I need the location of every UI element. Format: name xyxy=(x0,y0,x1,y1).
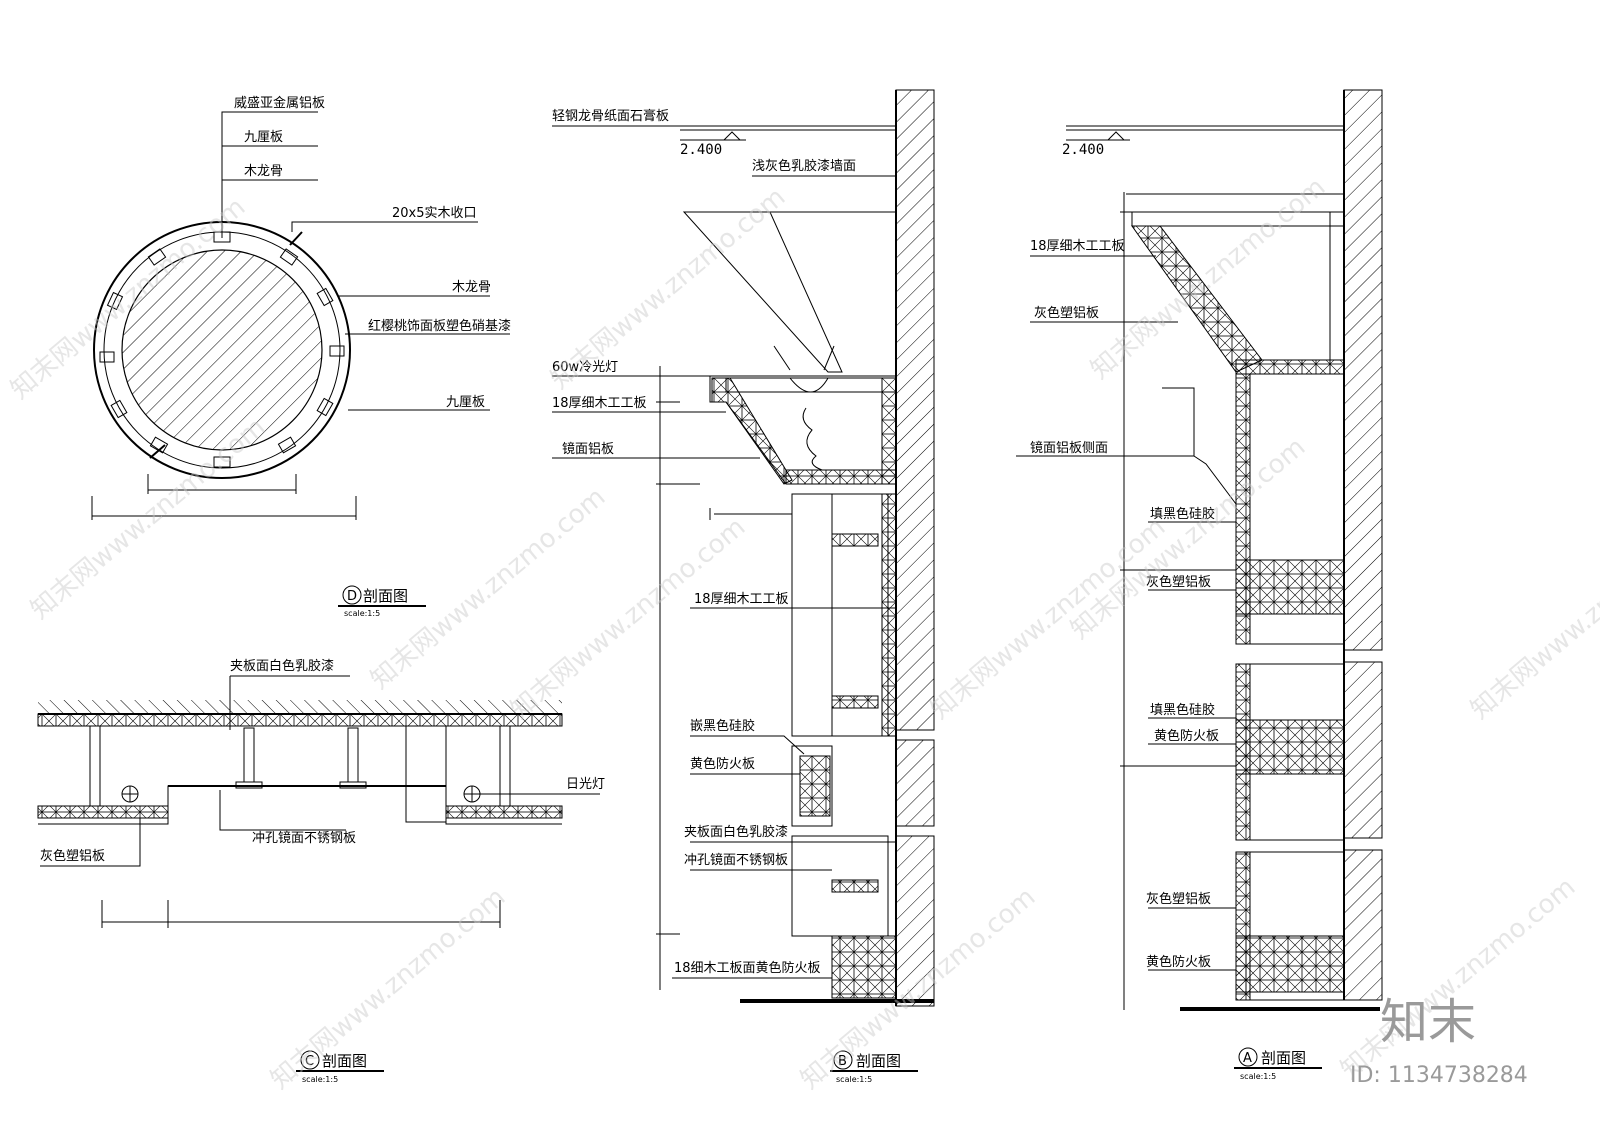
section-b xyxy=(552,89,935,1007)
label-b9: 夹板面白色乳胶漆 xyxy=(684,824,788,840)
title-c-text: 剖面图 xyxy=(322,1052,367,1070)
title-d-mark: D xyxy=(347,589,357,604)
label-d5: 木龙骨 xyxy=(452,280,491,295)
label-b8: 黄色防火板 xyxy=(690,756,755,772)
label-a4: 填黑色硅胶 xyxy=(1150,506,1215,522)
section-a xyxy=(1016,89,1383,1011)
title-d-scale: scale:1:5 xyxy=(344,609,380,618)
title-c: C 剖面图 scale:1:5 xyxy=(296,1050,384,1084)
label-b4: 18厚细木工工板 xyxy=(552,396,647,411)
label-c4: 灰色塑铝板 xyxy=(40,848,105,864)
label-d1: 威盛亚金属铝板 xyxy=(234,95,325,111)
label-a8: 灰色塑铝板 xyxy=(1146,891,1211,907)
title-c-scale: scale:1:5 xyxy=(302,1075,338,1084)
watermark-2: 知末网www.znzmo.com xyxy=(25,412,271,625)
title-c-mark: C xyxy=(305,1054,314,1069)
title-a: A 剖面图 scale:1:5 xyxy=(1234,1047,1322,1081)
label-b6: 18厚细木工工板 xyxy=(694,592,789,607)
elevation-b: 2.400 xyxy=(680,142,722,158)
watermark-logo: 知末 xyxy=(1380,994,1476,1050)
label-a1: 18厚细木工工板 xyxy=(1030,239,1125,254)
watermark-12: 知末网www.znzmo.com xyxy=(1465,512,1600,725)
title-b: B 剖面图 scale:1:5 xyxy=(830,1050,918,1084)
label-c2: 日光灯 xyxy=(566,777,605,792)
label-d2: 九厘板 xyxy=(244,130,283,145)
title-d: D 剖面图 scale:1:5 xyxy=(338,585,426,618)
label-b3: 60w冷光灯 xyxy=(552,360,618,375)
label-a2: 灰色塑铝板 xyxy=(1034,305,1099,321)
title-a-text: 剖面图 xyxy=(1261,1049,1306,1067)
section-c xyxy=(37,675,600,928)
section-d xyxy=(91,111,510,520)
label-b11: 18细木工板面黄色防火板 xyxy=(674,960,821,976)
label-a5: 灰色塑铝板 xyxy=(1146,574,1211,590)
label-b7: 嵌黑色硅胶 xyxy=(690,718,755,734)
title-a-scale: scale:1:5 xyxy=(1240,1072,1276,1081)
watermark-5: 知末网www.znzmo.com xyxy=(545,182,791,395)
watermark-id: ID: 1134738284 xyxy=(1350,1063,1528,1088)
label-a3: 镜面铝板侧面 xyxy=(1030,441,1108,456)
title-a-mark: A xyxy=(1243,1051,1252,1066)
watermark-4: 知末网www.znzmo.com xyxy=(265,882,511,1095)
label-c3: 冲孔镜面不锈钢板 xyxy=(252,831,356,846)
title-b-scale: scale:1:5 xyxy=(836,1075,872,1084)
label-b10: 冲孔镜面不锈钢板 xyxy=(684,853,788,868)
label-d6: 红樱桃饰面板塑色硝基漆 xyxy=(368,318,511,334)
label-a6: 填黑色硅胶 xyxy=(1150,702,1215,718)
title-b-mark: B xyxy=(838,1054,847,1069)
label-c1: 夹板面白色乳胶漆 xyxy=(230,658,334,674)
elevation-a: 2.400 xyxy=(1062,142,1104,158)
label-d7: 九厘板 xyxy=(446,395,485,410)
label-b5: 镜面铝板 xyxy=(562,442,614,457)
label-b2: 浅灰色乳胶漆墙面 xyxy=(752,158,856,174)
label-a7: 黄色防火板 xyxy=(1154,728,1219,744)
label-b1: 轻钢龙骨纸面石膏板 xyxy=(552,108,669,124)
watermark-8: 知末网www.znzmo.com xyxy=(925,512,1171,725)
label-d4: 20x5实木收口 xyxy=(392,206,477,221)
label-a9: 黄色防火板 xyxy=(1146,954,1211,970)
title-b-text: 剖面图 xyxy=(856,1052,901,1070)
label-d3: 木龙骨 xyxy=(244,164,283,179)
title-d-text: 剖面图 xyxy=(363,587,408,605)
watermark-9: 知末网www.znzmo.com xyxy=(1085,172,1331,385)
